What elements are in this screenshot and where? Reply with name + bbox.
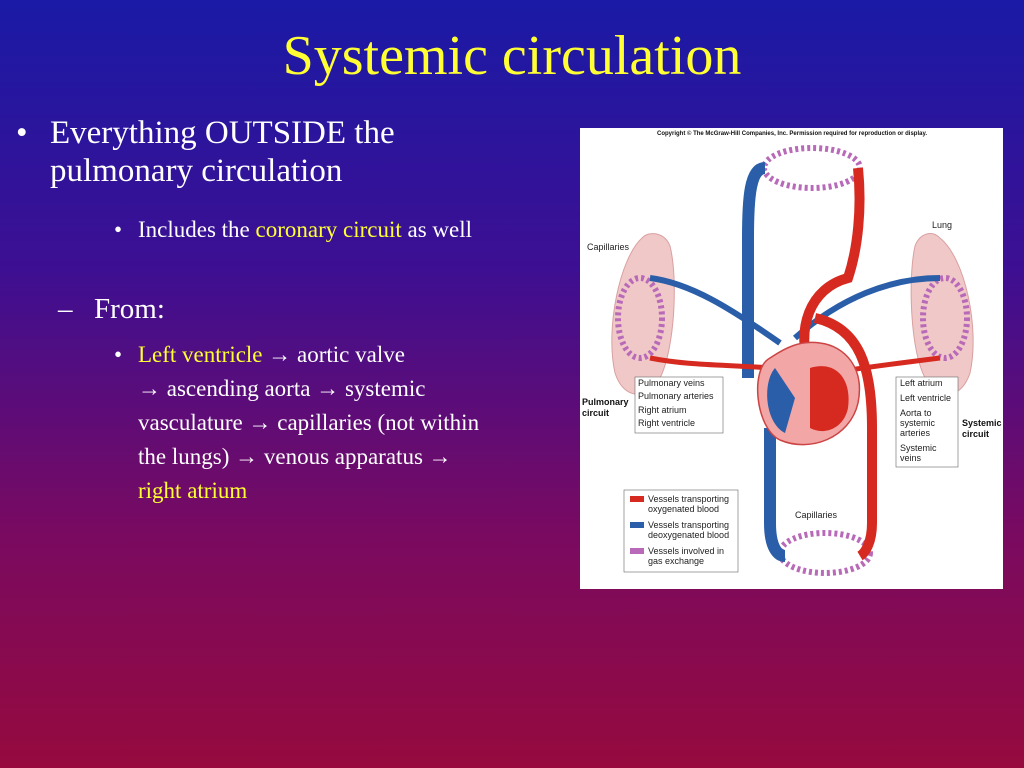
left-ventricle-chamber — [810, 366, 849, 432]
label-pulmonary-arteries: Pulmonary arteries — [638, 391, 714, 401]
sub-bullet-pathway: • Left ventricle → aortic valve → ascend… — [114, 338, 494, 508]
label-aorta-2: systemic — [900, 418, 936, 428]
legend-box — [623, 489, 739, 573]
upper-body-capillary-bed — [761, 145, 863, 191]
left-ventricle-highlight: Left ventricle — [138, 342, 263, 367]
label-pulmonary-veins: Pulmonary veins — [638, 378, 705, 388]
label-systemic-veins-2: veins — [900, 453, 922, 463]
bullet-everything-outside: • Everything OUTSIDE the pulmonary circu… — [16, 114, 486, 190]
label-capillaries-bottom: Capillaries — [795, 510, 838, 520]
inferior-vena-cava — [764, 428, 786, 562]
left-lung-capillary-bed — [615, 275, 665, 361]
label-lung: Lung — [932, 220, 952, 230]
arrow-icon: → — [248, 410, 272, 435]
legend-deoxygenated-line2: deoxygenated blood — [648, 530, 729, 540]
circulation-svg: Copyright © The McGraw-Hill Companies, I… — [582, 130, 1002, 576]
pulmonary-label-box — [634, 376, 724, 434]
legend-deoxygenated-line1: Vessels transporting — [648, 520, 729, 530]
label-pulmonary-circuit-1: Pulmonary — [582, 397, 629, 407]
superior-vena-cava — [742, 162, 767, 378]
bullet-text: Everything OUTSIDE the pulmonary circula… — [50, 115, 395, 189]
arrow-icon: → — [316, 376, 340, 401]
systemic-label-box — [895, 376, 959, 468]
circulation-diagram: Copyright © The McGraw-Hill Companies, I… — [580, 128, 1003, 589]
legend-swatch-gas-exchange — [630, 548, 644, 554]
arrow-icon: → — [268, 342, 292, 367]
label-right-ventricle: Right ventricle — [638, 418, 695, 428]
bullet-dot: • — [114, 217, 123, 242]
label-systemic-circuit-2: circuit — [962, 429, 989, 439]
slide-title: Systemic circulation — [282, 25, 742, 87]
label-aorta-3: arteries — [900, 428, 931, 438]
text-suffix: as well — [401, 217, 473, 242]
label-capillaries-top: Capillaries — [587, 242, 630, 252]
bullet-dot: • — [16, 115, 28, 151]
label-systemic-veins-1: Systemic — [900, 443, 937, 453]
pathway-text: Left ventricle → aortic valve → ascendin… — [138, 338, 494, 508]
pulmonary-artery-right — [793, 275, 941, 341]
coronary-circuit-highlight: coronary circuit — [255, 217, 402, 242]
text-segment: venous apparatus — [258, 444, 429, 469]
sub-bullet-text: Includes the coronary circuit as well — [138, 214, 474, 246]
bullet-dot: • — [114, 342, 123, 367]
legend-gas-exchange-line2: gas exchange — [648, 556, 704, 566]
bullet-text: From: — [94, 293, 165, 325]
right-heart-chambers — [767, 368, 795, 433]
label-pulmonary-circuit-2: circuit — [582, 408, 609, 418]
legend-swatch-oxygenated — [630, 496, 644, 502]
bullet-from: – From: — [58, 292, 358, 326]
label-systemic-circuit-1: Systemic — [962, 418, 1002, 428]
legend-oxygenated-line2: oxygenated blood — [648, 504, 719, 514]
right-atrium-highlight: right atrium — [138, 478, 248, 503]
lower-body-capillary-bed — [777, 530, 873, 576]
arrow-icon: → — [138, 376, 161, 401]
text-segment: systemic vasculature — [138, 376, 426, 435]
text-prefix: Includes the — [138, 217, 256, 242]
label-aorta-1: Aorta to — [900, 408, 932, 418]
copyright-text: Copyright © The McGraw-Hill Companies, I… — [657, 130, 927, 137]
text-segment: aortic valve — [291, 342, 405, 367]
aorta-down — [813, 313, 877, 561]
bullet-dash: – — [58, 293, 73, 325]
right-lung-capillary-bed — [920, 275, 970, 361]
sub-bullet-coronary: • Includes the coronary circuit as well — [114, 214, 474, 246]
text-segment: capillaries (not within the lungs) — [138, 410, 480, 469]
label-left-atrium: Left atrium — [900, 378, 943, 388]
legend-gas-exchange-line1: Vessels involved in — [648, 546, 724, 556]
label-right-atrium: Right atrium — [638, 405, 687, 415]
text-segment: ascending aorta — [161, 376, 317, 401]
left-lung-shape — [611, 233, 675, 395]
aorta-up — [799, 167, 865, 375]
legend-swatch-deoxygenated — [630, 522, 644, 528]
legend-oxygenated-line1: Vessels transporting — [648, 494, 729, 504]
arrow-icon: → — [428, 444, 452, 469]
label-left-ventricle: Left ventricle — [900, 393, 951, 403]
arrow-icon: → — [235, 444, 259, 469]
pulmonary-artery-left — [649, 275, 782, 346]
